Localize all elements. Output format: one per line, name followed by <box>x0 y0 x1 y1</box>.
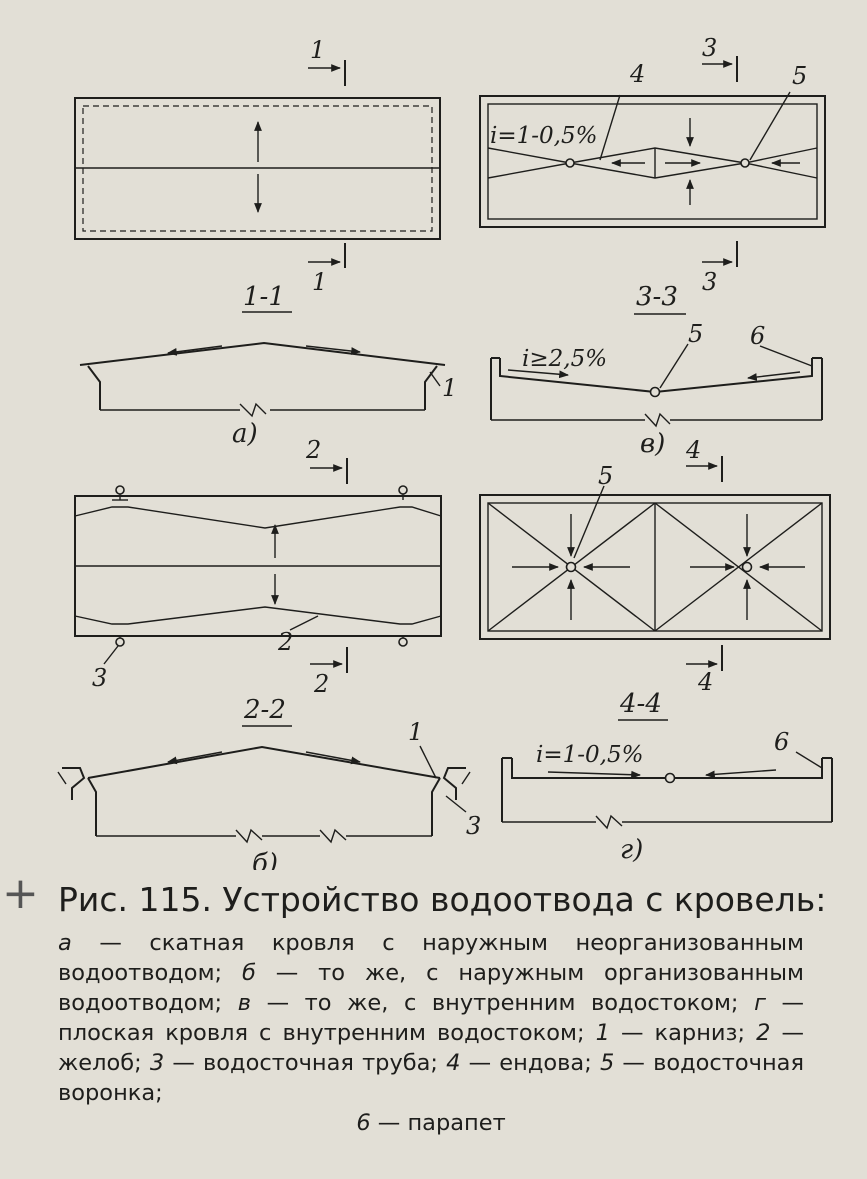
section-mark-1-top: 1 <box>310 36 325 64</box>
section-v: 3-3 i≥2,5% 5 6 в) <box>490 282 823 459</box>
letter-v: в) <box>640 429 665 459</box>
section-title-1-1: 1-1 <box>243 282 285 312</box>
caption-text-1: — карниз; <box>609 1020 757 1046</box>
plan-b: 3 2 2 2 <box>74 436 442 698</box>
section-mark-3-bottom: 3 <box>702 268 717 296</box>
caption-text-4: — ендова; <box>460 1050 600 1076</box>
section-a: 1-1 1 а) <box>79 282 457 449</box>
caption-text-2: — желоб; <box>58 1020 804 1076</box>
figure-caption-body: а — скатная кровля с наружным неорганизо… <box>58 928 804 1138</box>
section-mark-3-top: 3 <box>702 34 717 62</box>
caption-letter-a: а <box>58 930 72 956</box>
plan-a: 1 1 <box>74 36 441 296</box>
caption-num-3: 3 <box>149 1050 165 1076</box>
caption-text-3: — водосточная труба; <box>164 1050 447 1076</box>
caption-text-a: — скатная кровля с наружным неорганизова… <box>58 930 804 986</box>
margin-plus-mark: + <box>2 868 39 919</box>
slope-label-g: i=1-0,5% <box>536 742 643 768</box>
caption-text-v: — то же, с внутренним водостоком; <box>250 990 755 1016</box>
letter-a: а) <box>232 419 258 449</box>
figure-caption-title: Рис. 115. Устройство водоотвода с кровел… <box>58 880 827 919</box>
caption-text-6: — парапет <box>370 1110 506 1136</box>
callout-6-v: 6 <box>750 322 765 350</box>
section-mark-1-bottom: 1 <box>312 268 327 296</box>
callout-5-plan-g: 5 <box>598 462 613 490</box>
section-title-3-3: 3-3 <box>636 282 678 312</box>
callout-3-b: 3 <box>466 812 481 840</box>
slope-label-plan-v: i=1-0,5% <box>490 123 597 149</box>
caption-letter-v: в <box>237 990 251 1016</box>
caption-last-line: 6 — парапет <box>58 1108 804 1138</box>
caption-letter-g: г <box>754 990 766 1016</box>
caption-num-5: 5 <box>599 1050 615 1076</box>
section-mark-4-top: 4 <box>685 436 701 464</box>
callout-6-g: 6 <box>774 728 789 756</box>
callout-2-plan-b: 2 <box>277 628 293 656</box>
caption-text-5: — водосточная воронка; <box>58 1050 804 1106</box>
section-g: 4-4 i=1-0,5% 6 г) <box>501 689 833 865</box>
slope-label-v: i≥2,5% <box>522 346 607 372</box>
section-mark-2-bottom: 2 <box>313 670 329 698</box>
letter-g: г) <box>620 835 643 865</box>
callout-4-top: 4 <box>629 60 645 88</box>
caption-letter-b: б <box>242 960 256 986</box>
section-title-4-4: 4-4 <box>619 689 662 719</box>
callout-1-b: 1 <box>408 718 423 746</box>
callout-a-1: 1 <box>442 374 457 402</box>
plan-v: i=1-0,5% 4 5 3 3 <box>479 34 826 296</box>
caption-text-g: — плоская кровля с внутренним водостоком… <box>58 990 805 1046</box>
callout-3-plan-b: 3 <box>92 664 107 692</box>
roof-drainage-figure: 1 1 1-1 1 а) i=1-0,5% 4 <box>57 34 833 870</box>
caption-num-6: 6 <box>356 1110 371 1136</box>
callout-5-top: 5 <box>792 62 807 90</box>
section-b: 2-2 1 3 б) <box>57 695 481 870</box>
caption-num-4: 4 <box>446 1050 461 1076</box>
caption-text-b: — то же, с наружным организованным водоо… <box>58 960 804 1016</box>
callout-5-v: 5 <box>688 320 703 348</box>
caption-num-1: 1 <box>595 1020 610 1046</box>
letter-b: б) <box>252 849 278 870</box>
caption-num-2: 2 <box>756 1020 771 1046</box>
section-mark-2-top: 2 <box>305 436 321 464</box>
plan-g: 5 4 4 <box>479 436 831 696</box>
section-mark-4-bottom: 4 <box>697 668 713 696</box>
section-title-2-2: 2-2 <box>243 695 286 725</box>
